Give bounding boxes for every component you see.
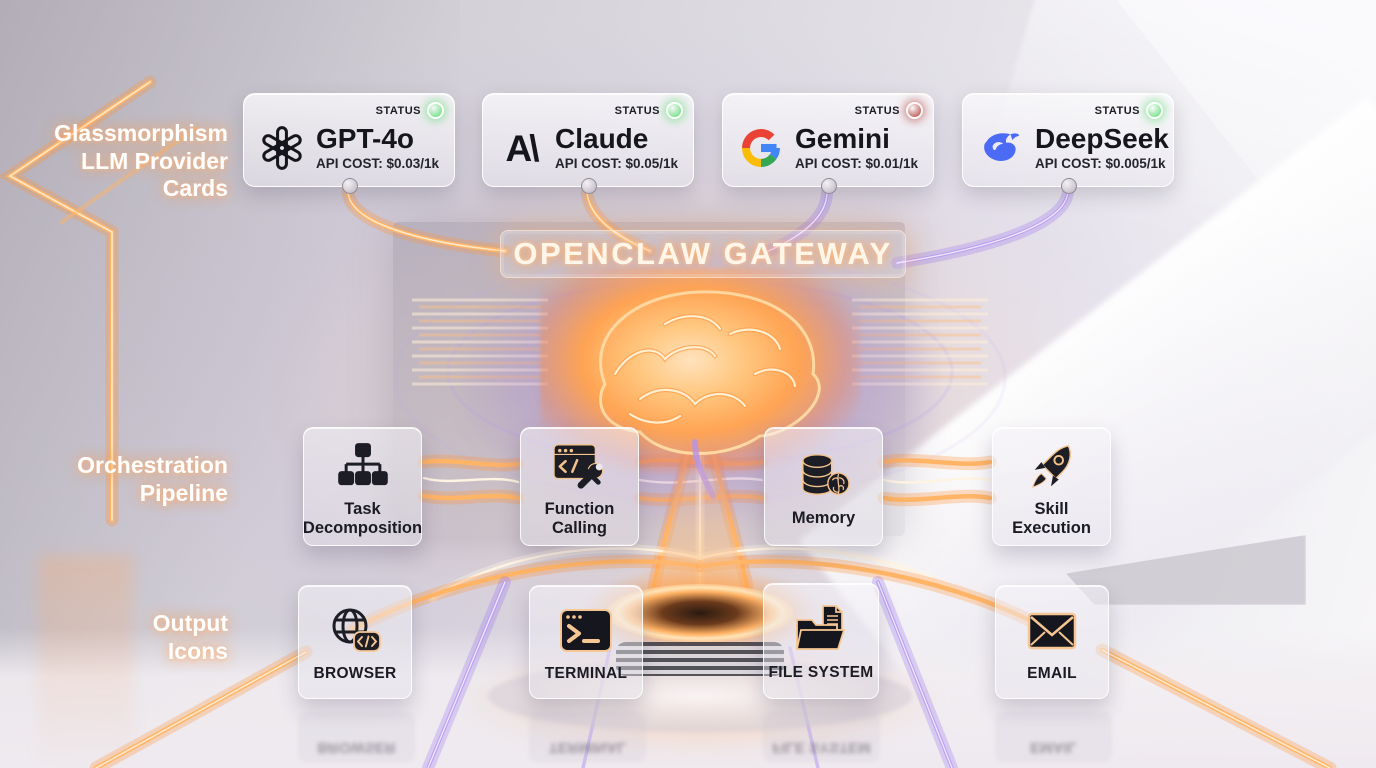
browser-reflection: BROWSER bbox=[298, 712, 415, 762]
provider-cost: API COST: $0.005/1k bbox=[1035, 156, 1166, 171]
provider-fibers bbox=[341, 185, 1074, 269]
status-label: STATUS bbox=[1094, 104, 1140, 117]
provider-name: DeepSeek bbox=[1035, 123, 1169, 154]
pedestal-striped-band bbox=[616, 642, 784, 676]
tree-hierarchy-icon bbox=[334, 436, 392, 496]
provider-cost: API COST: $0.03/1k bbox=[316, 156, 440, 171]
gateway-title: OPENCLAW GATEWAY bbox=[500, 230, 906, 278]
status-led-green bbox=[1146, 102, 1163, 119]
annotation-llm-provider-cards: Glassmorphism LLM Provider Cards bbox=[54, 120, 228, 202]
output-card-file-system[interactable]: FILE SYSTEM bbox=[763, 583, 879, 699]
floor-left-orange-glow bbox=[38, 555, 133, 768]
database-brain-icon bbox=[795, 445, 853, 505]
status-led-green bbox=[666, 102, 683, 119]
file-system-reflection: FILE SYSTEM bbox=[763, 712, 880, 762]
google-logo-icon bbox=[737, 124, 785, 172]
provider-name: Gemini bbox=[795, 123, 890, 154]
status-label: STATUS bbox=[614, 104, 660, 117]
connector-node bbox=[581, 178, 597, 194]
connector-node bbox=[342, 178, 358, 194]
provider-cost: API COST: $0.01/1k bbox=[795, 156, 919, 171]
anthropic-logo-icon: A\ bbox=[505, 127, 540, 169]
status-led-green bbox=[427, 102, 444, 119]
terminal-icon bbox=[558, 601, 614, 661]
email-reflection: EMAIL bbox=[995, 712, 1112, 762]
floor-laser-lines bbox=[89, 576, 1337, 768]
output-label: FILE SYSTEM bbox=[768, 664, 874, 681]
provider-name: Claude bbox=[555, 123, 649, 154]
connector-node bbox=[1061, 178, 1077, 194]
pipeline-card-memory[interactable]: Memory bbox=[764, 427, 883, 546]
envelope-icon bbox=[1024, 601, 1080, 661]
openai-logo-icon bbox=[258, 124, 306, 172]
status-label: STATUS bbox=[375, 104, 421, 117]
connector-node bbox=[821, 178, 837, 194]
output-card-browser[interactable]: BROWSER bbox=[298, 585, 412, 699]
annotation-output-icons: Output Icons bbox=[152, 610, 228, 664]
folder-documents-icon bbox=[793, 600, 849, 660]
rocket-icon bbox=[1023, 436, 1081, 496]
globe-code-icon bbox=[327, 601, 383, 661]
output-card-terminal[interactable]: TERMINAL bbox=[529, 585, 643, 699]
output-card-email[interactable]: EMAIL bbox=[995, 585, 1109, 699]
annotation-orchestration-pipeline: Orchestration Pipeline bbox=[77, 452, 228, 506]
output-label: BROWSER bbox=[313, 665, 397, 682]
code-window-tools-icon bbox=[551, 436, 609, 496]
provider-cost: API COST: $0.05/1k bbox=[555, 156, 679, 171]
neon-hexagon-left bbox=[0, 75, 199, 527]
status-label: STATUS bbox=[854, 104, 900, 117]
terminal-reflection: TERMINAL bbox=[529, 712, 646, 762]
output-label: EMAIL bbox=[1027, 665, 1077, 682]
provider-name: GPT-4o bbox=[316, 123, 415, 154]
deepseek-logo-icon bbox=[977, 124, 1025, 172]
status-led-red bbox=[906, 102, 923, 119]
output-label: TERMINAL bbox=[544, 665, 628, 682]
glowing-brain-icon bbox=[599, 290, 821, 499]
